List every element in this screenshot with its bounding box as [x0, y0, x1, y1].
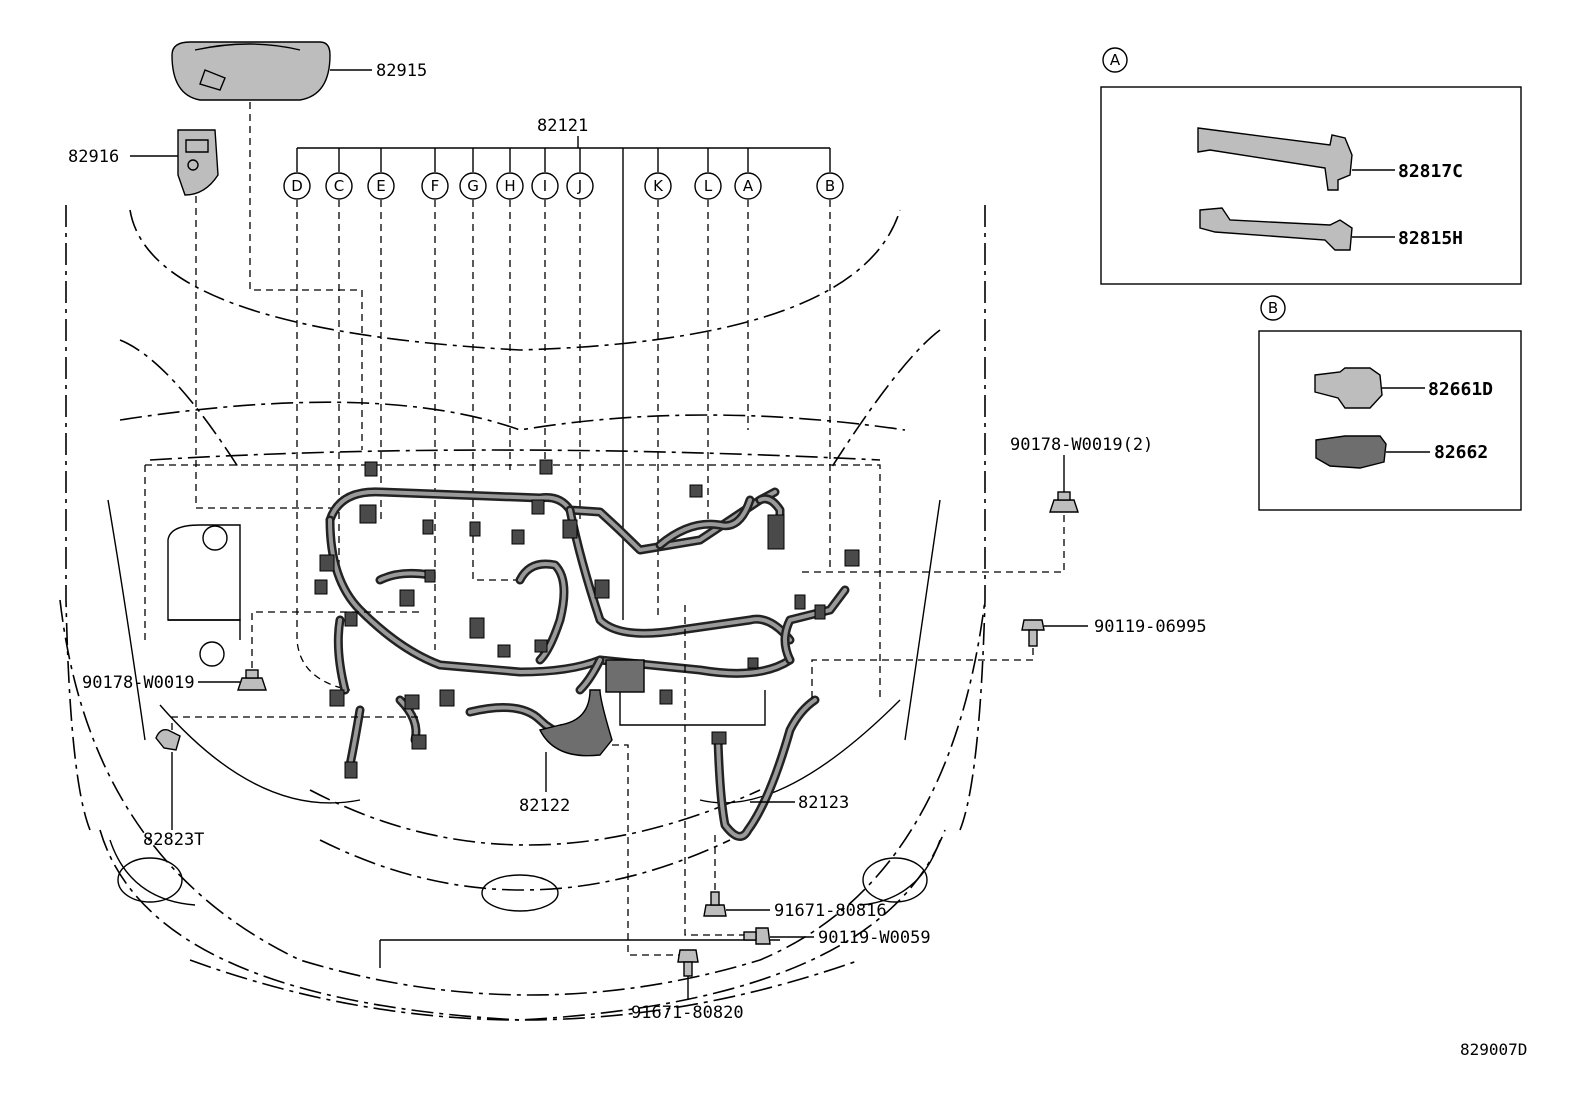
label-90178-w0019-2: 90178-W0019(2): [1010, 435, 1153, 455]
callout-h: H: [496, 172, 524, 200]
callout-bracket-82121: [296, 136, 831, 620]
label-82815h: 82815H: [1398, 228, 1463, 249]
svg-text:L: L: [704, 177, 713, 195]
svg-text:A: A: [743, 177, 754, 195]
inset-a: A: [1100, 47, 1522, 285]
bolt-91671-80816: [703, 835, 770, 917]
label-91671-80816: 91671-80816: [774, 901, 887, 921]
callout-k: K: [644, 172, 672, 200]
clip-82823t: [155, 716, 420, 830]
svg-text:B: B: [825, 177, 835, 195]
label-82122: 82122: [519, 796, 570, 816]
diagram-code: 829007D: [1460, 1040, 1527, 1059]
svg-text:B: B: [1268, 299, 1278, 317]
vehicle-body-outline: [59, 205, 986, 1021]
callout-j: J: [566, 172, 594, 200]
callout-d: D: [283, 172, 311, 200]
svg-text:J: J: [577, 177, 582, 195]
callout-c: C: [325, 172, 353, 200]
nut-90178-w0019: [198, 611, 420, 691]
svg-text:K: K: [653, 177, 664, 195]
label-90119-06995: 90119-06995: [1094, 617, 1207, 637]
label-82123: 82123: [798, 793, 849, 813]
callout-a: A: [734, 172, 762, 200]
cover-part-82915: [171, 41, 372, 101]
label-82121: 82121: [537, 116, 588, 136]
label-82915: 82915: [376, 61, 427, 81]
svg-text:H: H: [504, 177, 515, 195]
svg-text:G: G: [467, 177, 479, 195]
callout-leaders: [144, 102, 881, 700]
svg-text:I: I: [543, 177, 547, 195]
clip-part-82916: [130, 129, 219, 196]
nut-90178-w0019-2: [800, 455, 1079, 573]
callout-circles: D C E F G H I J K L A B: [283, 172, 844, 200]
svg-text:F: F: [431, 177, 440, 195]
inset-b: B: [1258, 295, 1522, 511]
svg-text:C: C: [334, 177, 344, 195]
bolt-91671-80820: [677, 949, 699, 1000]
svg-text:D: D: [291, 177, 303, 195]
label-90119-w0059: 90119-W0059: [818, 928, 931, 948]
callout-f: F: [421, 172, 449, 200]
sub-harness-82122: [465, 689, 685, 956]
label-82662: 82662: [1434, 442, 1488, 463]
callout-i: I: [531, 172, 559, 200]
label-82916: 82916: [68, 147, 119, 167]
callout-e: E: [367, 172, 395, 200]
label-82823t: 82823T: [143, 830, 204, 850]
bolt-90119-w0059: [743, 927, 814, 945]
bolt-90119-06995: [811, 619, 1088, 700]
sub-harness-82123: [684, 605, 820, 936]
callout-l: L: [694, 172, 722, 200]
svg-text:E: E: [376, 177, 385, 195]
engine-wire-harness: [314, 459, 860, 779]
callout-g: G: [459, 172, 487, 200]
label-91671-80820: 91671-80820: [631, 1003, 744, 1023]
callout-b: B: [816, 172, 844, 200]
svg-text:A: A: [1110, 51, 1121, 69]
label-82817c: 82817C: [1398, 161, 1463, 182]
label-90178-w0019: 90178-W0019: [82, 673, 195, 693]
label-82661d: 82661D: [1428, 379, 1493, 400]
